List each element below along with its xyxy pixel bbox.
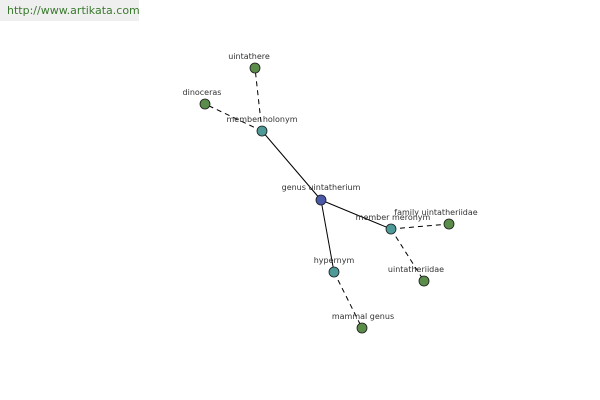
- node-label-dinoceras: dinoceras: [183, 88, 222, 97]
- node-family-uintatheriidae[interactable]: [443, 218, 455, 230]
- edge-center-to-member_meronym: [320, 199, 392, 230]
- node-dinoceras[interactable]: [199, 98, 211, 110]
- node-hypernym[interactable]: [328, 266, 340, 278]
- node-center[interactable]: [315, 194, 327, 206]
- edge-center-to-member_holonym: [261, 130, 322, 201]
- node-member-holonym[interactable]: [256, 125, 268, 137]
- node-label-uintathere: uintathere: [228, 52, 270, 61]
- edge-member_meronym-to-uintatheriidae: [390, 228, 425, 282]
- edge-member_holonym-to-dinoceras: [204, 103, 263, 132]
- graph-edges: [204, 67, 450, 329]
- node-label-family-uintatheriidae: family uintatheriidae: [394, 208, 477, 217]
- node-label-center: genus uintatherium: [282, 183, 361, 192]
- node-mammal-genus[interactable]: [356, 322, 368, 334]
- edge-member_meronym-to-family_uintatheriidae: [390, 223, 450, 230]
- source-link[interactable]: http://www.artikata.com: [0, 0, 140, 21]
- graph-labels: genus uintatherium member holonym member m…: [183, 52, 478, 321]
- edge-member_holonym-to-uintathere: [254, 67, 263, 132]
- node-uintathere[interactable]: [249, 62, 261, 74]
- node-label-member-holonym: member holonym: [226, 115, 297, 124]
- node-uintatheriidae[interactable]: [418, 275, 430, 287]
- graph-nodes: [199, 62, 455, 334]
- node-label-hypernym: hypernym: [314, 256, 355, 265]
- node-label-uintatheriidae: uintatheriidae: [388, 265, 444, 274]
- node-member-meronym[interactable]: [385, 223, 397, 235]
- node-label-mammal-genus: mammal genus: [332, 312, 394, 321]
- edge-hypernym-to-mammal_genus: [333, 271, 363, 329]
- edge-center-to-hypernym: [320, 199, 335, 273]
- node-label-member-meronym: member meronym: [356, 213, 431, 222]
